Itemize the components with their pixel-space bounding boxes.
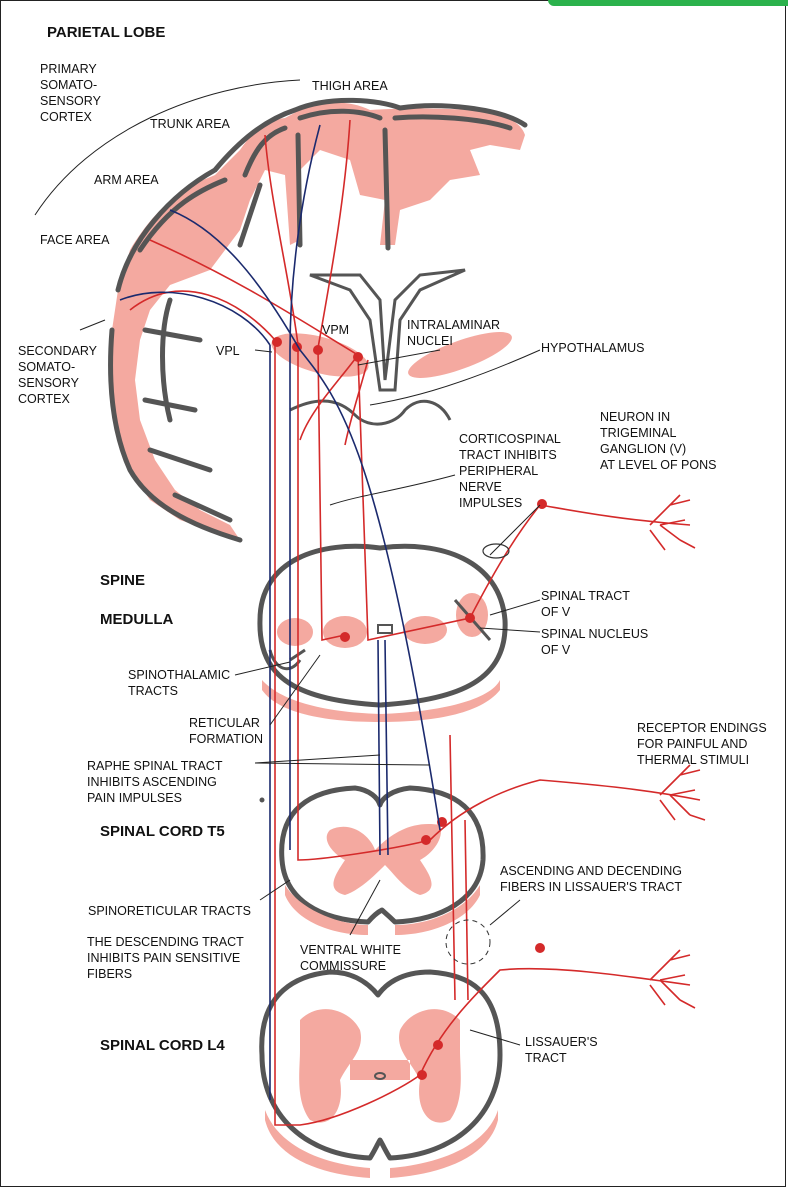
intralaminar-nucleus [404,323,517,387]
label-secondary-cortex: SECONDARY SOMATO- SENSORY CORTEX [18,344,100,406]
heading-parietal-lobe: PARIETAL LOBE [47,24,165,41]
spinal-tract-v-marker [483,544,509,558]
l4-gray-matter [299,1009,461,1123]
medulla-nucleus-right [403,616,447,644]
label-descending-tract: THE DESCENDING TRACT INHIBITS PAIN SENSI… [87,935,247,981]
spinothalamic-fiber-1 [275,340,420,1125]
label-lissauers-tract: LISSAUER'S TRACT [525,1035,601,1065]
t5-gray-matter [327,824,441,895]
label-spinoreticular: SPINORETICULAR TRACTS [88,904,251,918]
label-ventral-commissure: VENTRAL WHITE COMMISSURE [300,943,404,973]
receptor-endings [650,495,705,1008]
receptor-t5 [660,765,705,820]
spinal-nucleus-v-dot [465,613,475,623]
medulla-reticular-dot [340,632,350,642]
l4-ganglion-dot [535,943,545,953]
label-reticular: RETICULAR FORMATION [189,716,263,746]
label-arm-area: ARM AREA [94,173,159,187]
medulla-central-canal [378,625,392,633]
raphe-tract [378,640,388,855]
label-vpl: VPL [216,344,240,358]
label-face-area: FACE AREA [40,233,110,247]
cerebral-cortex [35,80,525,540]
l4-dorsal-horn-dot [433,1040,443,1050]
lissauer-fiber [450,735,468,1000]
intralaminar-neuron-dot [353,352,363,362]
label-spinothalamic: SPINOTHALAMIC TRACTS [128,668,234,698]
spinothalamic-fiber-3 [318,348,345,640]
label-raphe: RAPHE SPINAL TRACT INHIBITS ASCENDING PA… [87,759,226,805]
label-spinal-tract-v: SPINAL TRACT OF V [541,589,633,619]
heading-spinal-cord-t5: SPINAL CORD T5 [100,823,225,840]
heading-spine: SPINE [100,572,145,589]
medulla [260,546,505,722]
l4-neuron-dot [417,1070,427,1080]
label-trigeminal-neuron: NEURON IN TRIGEMINAL GANGLION (V) AT LEV… [600,410,716,472]
trigeminal-ganglion-dot [537,499,547,509]
label-primary-cortex: PRIMARY SOMATO- SENSORY CORTEX [40,62,104,124]
receptor-l4 [650,950,695,1008]
label-trunk-area: TRUNK AREA [150,117,231,131]
heading-medulla: MEDULLA [100,611,173,628]
label-vpm: VPM [322,323,349,337]
medulla-nucleus-left [277,618,313,646]
vpl-neuron-dot [272,337,282,347]
label-thigh-area: THIGH AREA [312,79,388,93]
label-receptor: RECEPTOR ENDINGS FOR PAINFUL AND THERMAL… [637,721,770,767]
heading-spinal-cord-l4: SPINAL CORD L4 [100,1037,225,1054]
label-spinal-nucleus-v: SPINAL NUCLEUS OF V [541,627,652,657]
vpm-neuron-dot [313,345,323,355]
t5-neuron-dot [421,835,431,845]
label-lissauer-fibers: ASCENDING AND DECENDING FIBERS IN LISSAU… [500,864,685,894]
label-hypothalamus: HYPOTHALAMUS [541,341,645,355]
label-corticospinal: CORTICOSPINAL TRACT INHIBITS PERIPHERAL … [459,432,564,510]
